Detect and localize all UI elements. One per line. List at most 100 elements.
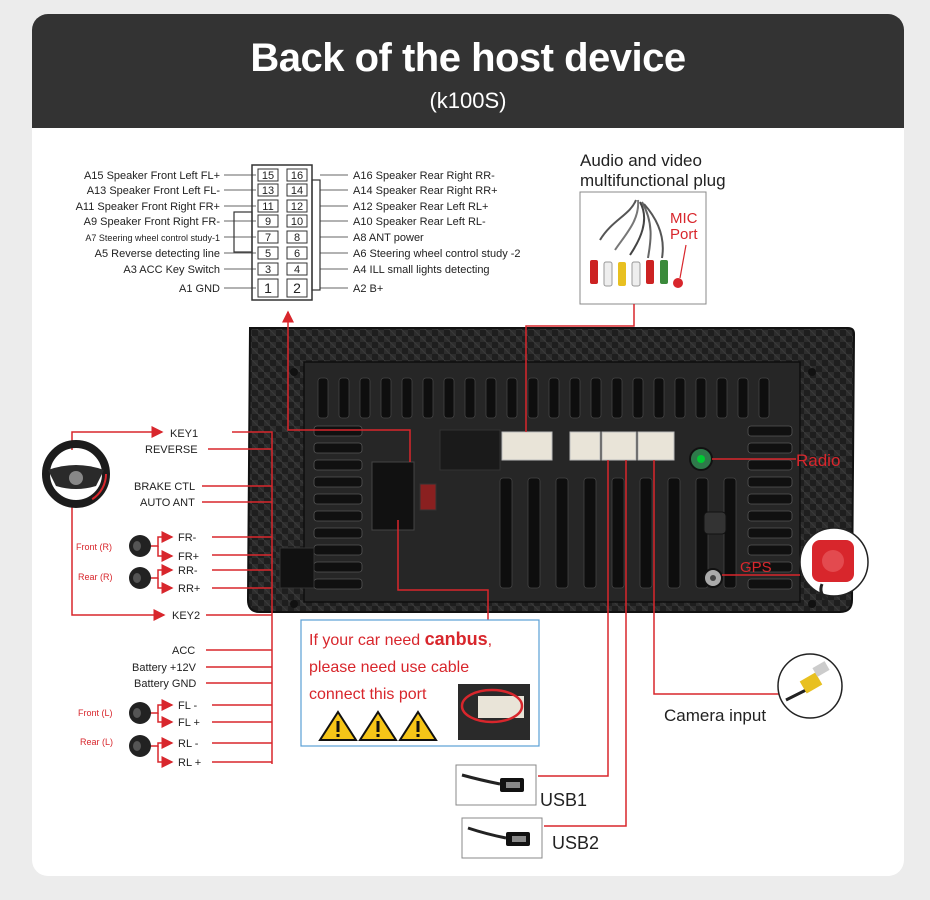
top-vents xyxy=(317,377,770,589)
usb1-cable-icon xyxy=(455,764,537,806)
side-harness-plug xyxy=(279,547,315,589)
rca-cable-icon xyxy=(590,199,668,287)
pin-box xyxy=(286,214,308,228)
vent-slot xyxy=(590,377,602,419)
vent-slot xyxy=(639,477,653,589)
label-usb1: USB1 xyxy=(540,790,587,810)
pin-box xyxy=(257,278,279,298)
label-rr-minus: RR- xyxy=(178,565,198,577)
pin-number: 6 xyxy=(294,248,300,260)
pin-number: 14 xyxy=(291,185,303,197)
pin-number: 15 xyxy=(262,170,274,182)
pin-number: 11 xyxy=(262,201,273,213)
vent-slot xyxy=(499,477,513,589)
canbus-note-line2: please need use cable xyxy=(309,659,469,676)
pin-box xyxy=(257,246,279,260)
pin-box xyxy=(286,246,308,260)
audio-plug-title-2: multifunctional plug xyxy=(580,171,726,190)
speaker-icons xyxy=(129,535,151,757)
left-wire-labels: KEY1 REVERSE BRAKE CTL AUTO ANT FR- FR+ … xyxy=(76,428,201,769)
mic-port-dot xyxy=(673,278,683,288)
vent-slot xyxy=(667,477,681,589)
left-grill xyxy=(313,425,363,590)
label-fl-plus: FL + xyxy=(178,717,200,729)
vent-slot xyxy=(758,377,770,419)
pin-number: 8 xyxy=(294,232,300,244)
pin-box xyxy=(286,278,308,298)
pin-number: 5 xyxy=(265,248,271,260)
usb-port-block xyxy=(569,431,601,461)
grill-slot xyxy=(747,425,793,437)
grill-slot xyxy=(747,442,793,454)
label-usb2: USB2 xyxy=(552,833,599,853)
vent-slot xyxy=(695,377,707,419)
pin-label: A11 Speaker Front Right FR+ xyxy=(76,201,220,213)
vent-slot xyxy=(338,377,350,419)
pin-label: A12 Speaker Rear Left RL+ xyxy=(353,201,488,213)
pin-number: 7 xyxy=(265,232,271,244)
label-key2: KEY2 xyxy=(172,610,200,622)
pin-number: 12 xyxy=(291,201,303,213)
pin-box xyxy=(257,183,279,197)
gps-antenna-icon xyxy=(799,527,869,602)
pin-label: A5 Reverse detecting line xyxy=(95,248,220,260)
grill-slot xyxy=(313,493,363,505)
page-title: Back of the host device xyxy=(250,36,686,80)
grill-slot xyxy=(747,527,793,539)
label-fr-minus: FR- xyxy=(178,532,197,544)
grill-slot xyxy=(313,527,363,539)
canbus-port xyxy=(501,431,553,461)
camera-plug-icon xyxy=(777,653,843,719)
warning-icon xyxy=(318,710,358,741)
speaker-icon xyxy=(129,535,151,557)
pin-label: A10 Speaker Rear Left RL- xyxy=(353,216,486,228)
label-reverse: REVERSE xyxy=(145,444,198,456)
pin-box xyxy=(257,262,279,276)
usb2-cable-icon xyxy=(461,817,543,859)
grill-slot xyxy=(313,578,363,590)
grill-slot xyxy=(747,561,793,573)
speaker-icon xyxy=(129,735,151,757)
vent-slot xyxy=(674,377,686,419)
label-camera-input: Camera input xyxy=(664,706,766,725)
pin-box xyxy=(286,262,308,276)
pin-number: 4 xyxy=(294,264,300,276)
canbus-note-suffix: , xyxy=(488,632,492,649)
label-key1: KEY1 xyxy=(170,428,198,440)
label-rl-plus: RL + xyxy=(178,757,201,769)
vent-slot xyxy=(653,377,665,419)
pin-box xyxy=(286,230,308,244)
connector-rail xyxy=(311,179,321,291)
host-device-back xyxy=(246,327,856,613)
grill-slot xyxy=(747,578,793,590)
vent-slot xyxy=(401,377,413,419)
pin-box xyxy=(257,214,279,228)
label-rr-plus: RR+ xyxy=(178,583,200,595)
speaker-icon xyxy=(129,702,151,724)
label-fr-plus: FR+ xyxy=(178,551,199,563)
grill-slot xyxy=(313,544,363,556)
label-front-r: Front (R) xyxy=(76,542,112,552)
vent-slot xyxy=(443,377,455,419)
label-battery-12v: Battery +12V xyxy=(132,662,197,674)
pin-label: A16 Speaker Rear Right RR- xyxy=(353,170,495,182)
vent-slot xyxy=(485,377,497,419)
grill-slot xyxy=(313,510,363,522)
pin-label: A9 Speaker Front Right FR- xyxy=(84,216,221,228)
vent-slot xyxy=(716,377,728,419)
vent-slot xyxy=(555,477,569,589)
center-block xyxy=(439,429,501,471)
page-subtitle: (k100S) xyxy=(429,88,507,113)
wire-lines xyxy=(71,304,800,827)
pin-label: A15 Speaker Front Left FL+ xyxy=(84,170,220,182)
grill-slot xyxy=(747,510,793,522)
vent-slot xyxy=(527,477,541,589)
vent-slot xyxy=(611,377,623,419)
canbus-note: If your car need canbus, please need use… xyxy=(300,619,540,747)
vent-slot xyxy=(317,377,329,419)
label-brake: BRAKE CTL xyxy=(134,481,195,493)
pin-box xyxy=(286,183,308,197)
grill-slot xyxy=(313,476,363,488)
